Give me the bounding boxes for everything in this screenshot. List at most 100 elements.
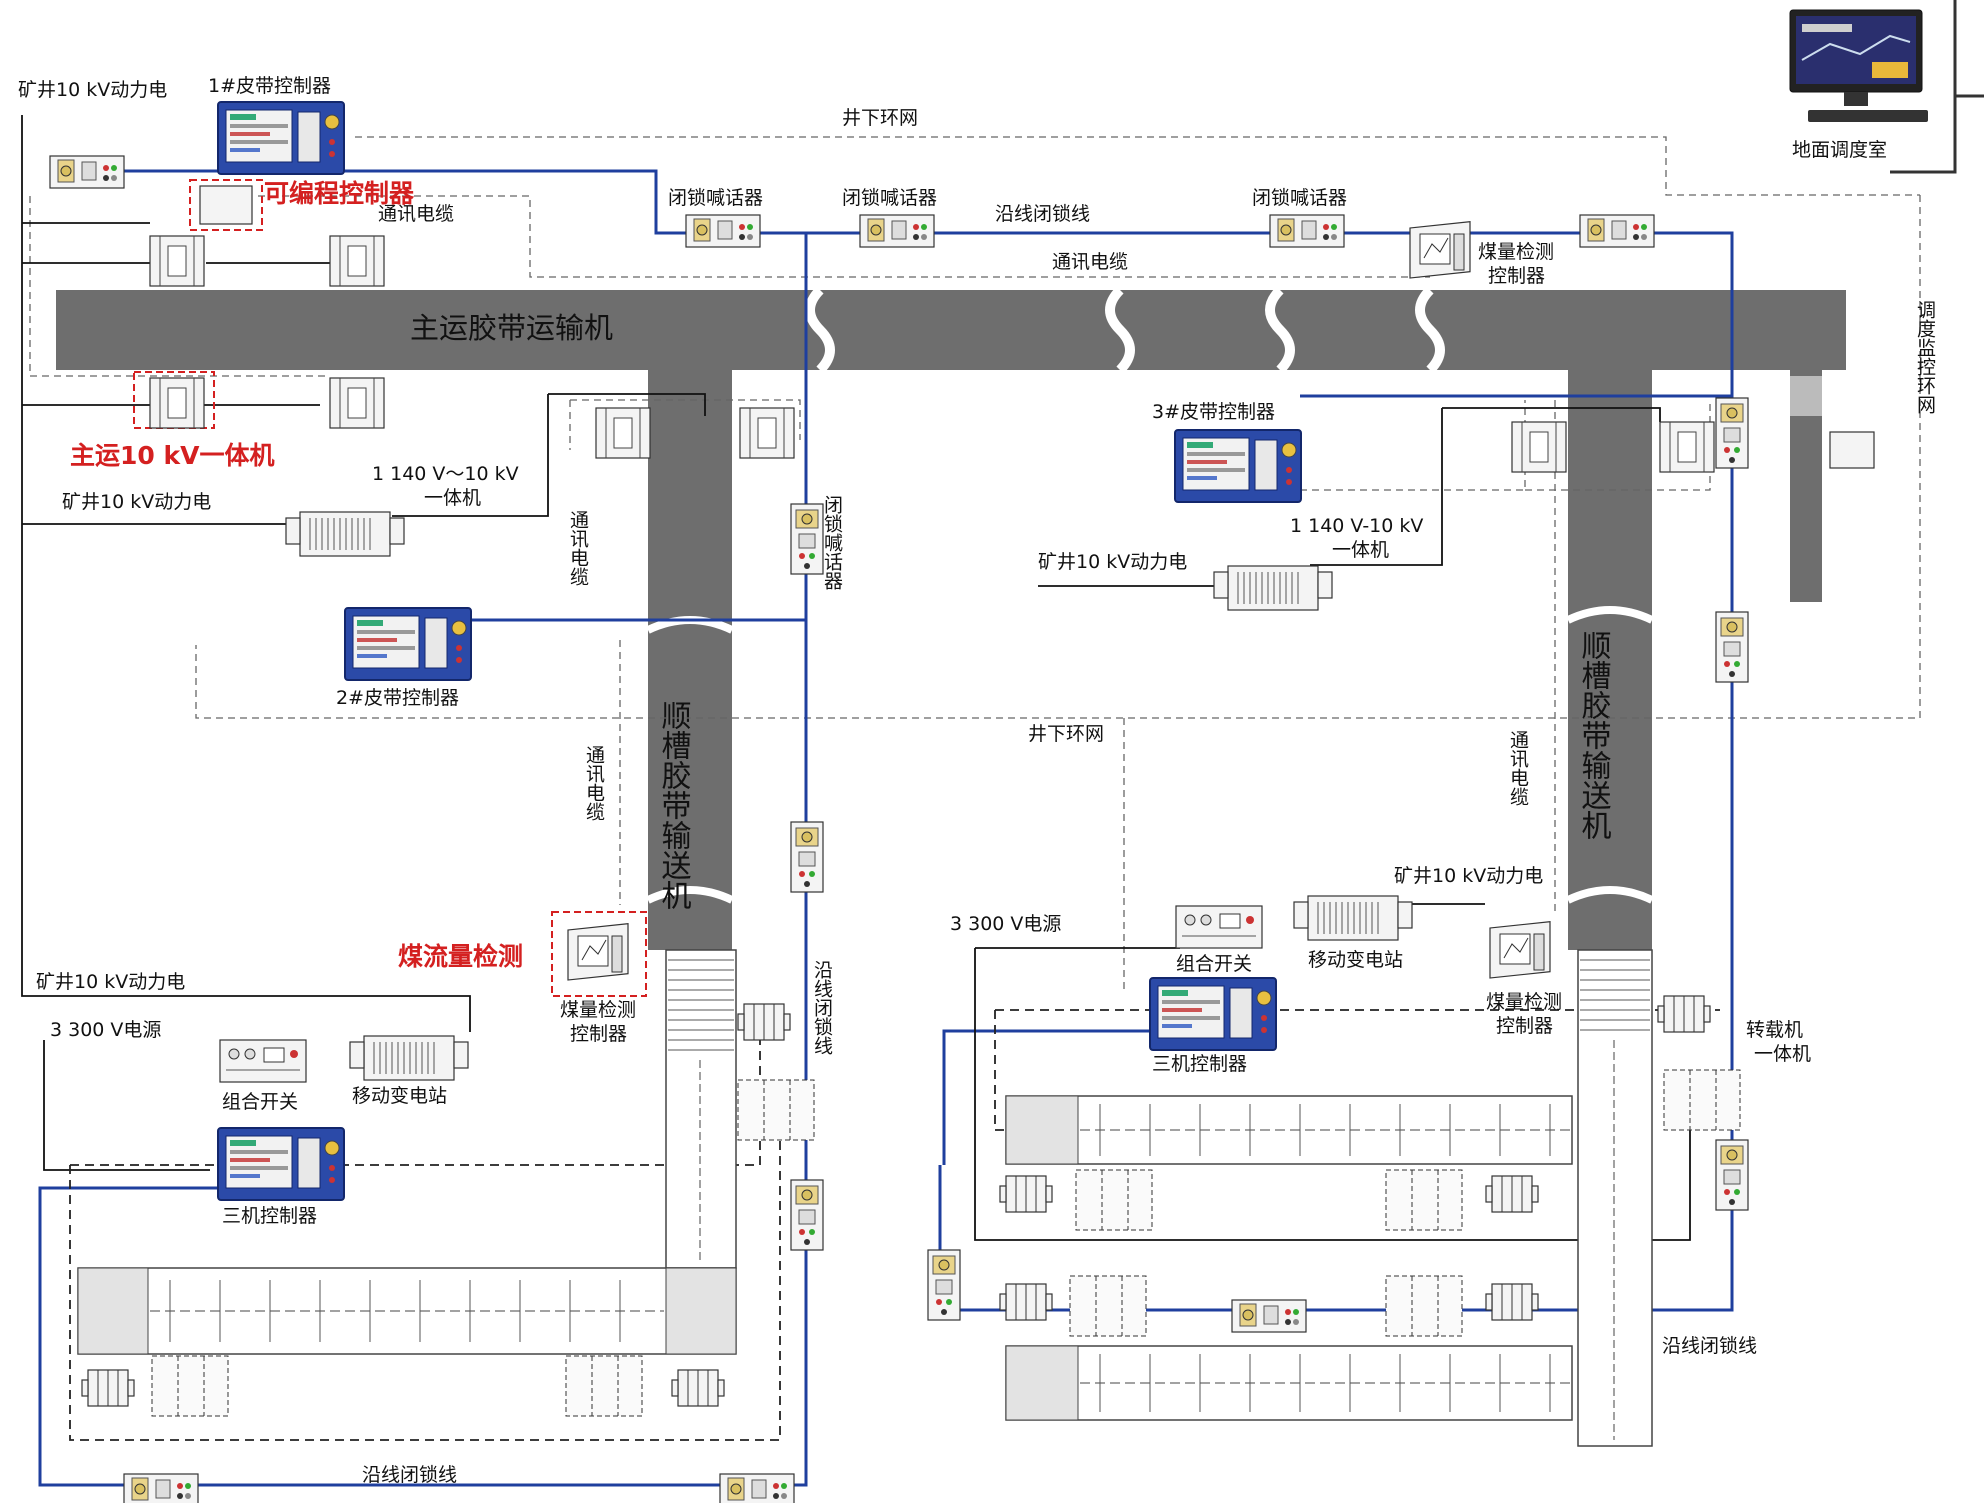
- comm-cable-label-v3: 通讯电缆: [1507, 730, 1529, 806]
- right-upper-motor-2[interactable]: [1485, 1175, 1539, 1213]
- main-tail-device[interactable]: [1829, 431, 1875, 469]
- left-scraper-cabinet-2[interactable]: [565, 1355, 643, 1417]
- mobile-substation-right-label: 移动变电站: [1308, 949, 1403, 971]
- lock-caller-left[interactable]: [49, 155, 125, 189]
- coal-detect-controller-3[interactable]: [1489, 921, 1551, 979]
- main-belt-conveyor: [56, 286, 1846, 602]
- plc-device[interactable]: [199, 185, 253, 225]
- right-lower-cabinet-1[interactable]: [1069, 1275, 1147, 1337]
- right-reloader-motor[interactable]: [1657, 995, 1711, 1033]
- trough-right-drive-1[interactable]: [1511, 421, 1567, 473]
- main-drive-3[interactable]: [329, 377, 385, 429]
- lock-caller-3-label: 闭锁喊话器: [1252, 187, 1347, 209]
- lock-line-right-label: 沿线闭锁线: [1662, 1335, 1757, 1357]
- left-reloader-motor[interactable]: [737, 1003, 791, 1041]
- coal-detect-1-label-1: 煤量检测: [1478, 241, 1554, 263]
- ring-net-mid-label: 井下环网: [1028, 723, 1104, 745]
- comm-cable-left: [29, 196, 330, 377]
- trough-belt-left-label: 顺槽胶带输送机: [656, 700, 692, 910]
- scraper-conveyor-left: [77, 1267, 737, 1355]
- left-scraper-motor-1[interactable]: [81, 1369, 135, 1407]
- trough-right-drive-2[interactable]: [1659, 421, 1715, 473]
- reloader-label-2: 一体机: [1754, 1043, 1811, 1065]
- main-drive-2[interactable]: [329, 235, 385, 287]
- surface-dispatch-computer[interactable]: [1789, 9, 1928, 122]
- right-upper-motor-1[interactable]: [999, 1175, 1053, 1213]
- comm-cable-label-2: 通讯电缆: [1052, 251, 1128, 273]
- trough-left-drive-2[interactable]: [739, 407, 795, 459]
- surface-room-label: 地面调度室: [1792, 139, 1887, 161]
- main-10kv-integrated-machine[interactable]: [149, 377, 205, 429]
- svg-text:顺槽胶带输送机: 顺槽胶带输送机: [656, 700, 692, 910]
- lock-line-switch-bottom-1[interactable]: [927, 1249, 961, 1321]
- lock-caller-3[interactable]: [1269, 214, 1345, 248]
- power-10kv-label-3: 矿井10 kV动力电: [1038, 551, 1187, 573]
- combo-switch-left-label: 组合开关: [222, 1091, 298, 1113]
- combo-switch-left[interactable]: [219, 1039, 307, 1083]
- comm-cable-label-1: 通讯电缆: [378, 203, 454, 225]
- lock-caller-4[interactable]: [1579, 214, 1655, 248]
- three-machine-controller-right[interactable]: [1149, 977, 1277, 1051]
- right-upper-cabinet-2[interactable]: [1385, 1169, 1463, 1231]
- belt-controller-2-label: 2#皮带控制器: [336, 687, 459, 709]
- lock-line-switch-bottom-4[interactable]: [719, 1473, 795, 1507]
- comm-cable-label-v1: 通讯电缆: [567, 510, 589, 586]
- combo-switch-right[interactable]: [1175, 905, 1263, 949]
- trough-left-drive-1[interactable]: [595, 407, 651, 459]
- left-scraper-motor-2[interactable]: [671, 1369, 725, 1407]
- left-scraper-cabinet-1[interactable]: [151, 1355, 229, 1417]
- right-reloader-cabinet[interactable]: [1663, 1069, 1741, 1131]
- reloader-label-1: 转载机: [1746, 1019, 1803, 1041]
- mobile-substation-right[interactable]: [1293, 895, 1413, 941]
- lock-caller-vertical[interactable]: [790, 503, 824, 575]
- belt-controller-1[interactable]: [217, 101, 345, 175]
- right-lower-motor-1[interactable]: [999, 1283, 1053, 1321]
- integrated-1140v-left[interactable]: [285, 511, 405, 557]
- three-machine-right-label: 三机控制器: [1152, 1053, 1247, 1075]
- power-3300-left-label: 3 300 V电源: [50, 1019, 161, 1041]
- coal-detect-3-label-2: 控制器: [1496, 1015, 1553, 1037]
- ring-net-top-label: 井下环网: [842, 107, 918, 129]
- coal-flow-highlight-box: [551, 911, 647, 997]
- left-reloader-cabinet[interactable]: [737, 1079, 815, 1141]
- power-3300-right-label: 3 300 V电源: [950, 913, 1061, 935]
- trough-belt-right-label: 顺槽胶带输送机: [1576, 630, 1612, 840]
- right-upper-cabinet-1[interactable]: [1075, 1169, 1153, 1231]
- lock-line-network: [38, 169, 1734, 1487]
- lock-line-switch-bottom-2[interactable]: [1231, 1299, 1307, 1333]
- coal-detect-controller-2[interactable]: [567, 923, 629, 981]
- belt-controller-2[interactable]: [344, 607, 472, 681]
- main-belt-label: 主运胶带运输机: [410, 311, 613, 345]
- lock-line-v-label: 沿线闭锁线: [811, 960, 833, 1055]
- coal-detect-3-label-1: 煤量检测: [1486, 991, 1562, 1013]
- lock-line-bottom-label: 沿线闭锁线: [362, 1464, 457, 1486]
- lock-caller-1-label: 闭锁喊话器: [668, 187, 763, 209]
- lock-line-switch-right-1[interactable]: [1715, 397, 1749, 469]
- mobile-substation-left[interactable]: [349, 1035, 469, 1081]
- lock-caller-1[interactable]: [685, 214, 761, 248]
- belt-controller-3[interactable]: [1174, 429, 1302, 503]
- main-10kv-label: 主运10 kV一体机: [70, 441, 274, 470]
- dispatch-ring-label: 调度监控环网: [1914, 300, 1936, 414]
- integrated-1140v-right[interactable]: [1213, 565, 1333, 611]
- main-drive-1[interactable]: [149, 235, 205, 287]
- three-machine-controller-left[interactable]: [217, 1127, 345, 1201]
- right-lower-cabinet-2[interactable]: [1385, 1275, 1463, 1337]
- mobile-substation-left-label: 移动变电站: [352, 1085, 447, 1107]
- lock-caller-2-label: 闭锁喊话器: [842, 187, 937, 209]
- lock-line-switch-left-1[interactable]: [790, 821, 824, 893]
- integ-1140-left-l1: 1 140 V～10 kV: [372, 463, 519, 485]
- lock-caller-2[interactable]: [859, 214, 935, 248]
- coal-detect-controller-1[interactable]: [1409, 221, 1471, 279]
- lock-line-switch-left-2[interactable]: [790, 1179, 824, 1251]
- scraper-conveyor-right-lower: [1005, 1345, 1573, 1421]
- underground-ring-network: [195, 136, 1921, 990]
- lock-line-switch-bottom-3[interactable]: [123, 1473, 199, 1507]
- lock-line-switch-right-3[interactable]: [1715, 1139, 1749, 1211]
- power-10kv-label-5: 矿井10 kV动力电: [36, 971, 185, 993]
- reloader-chain-left: [665, 949, 737, 1269]
- lock-line-switch-right-2[interactable]: [1715, 611, 1749, 683]
- power-10kv-label-4: 矿井10 kV动力电: [1394, 865, 1543, 887]
- right-lower-motor-2[interactable]: [1485, 1283, 1539, 1321]
- comm-cable-label-v2: 通讯电缆: [583, 745, 605, 821]
